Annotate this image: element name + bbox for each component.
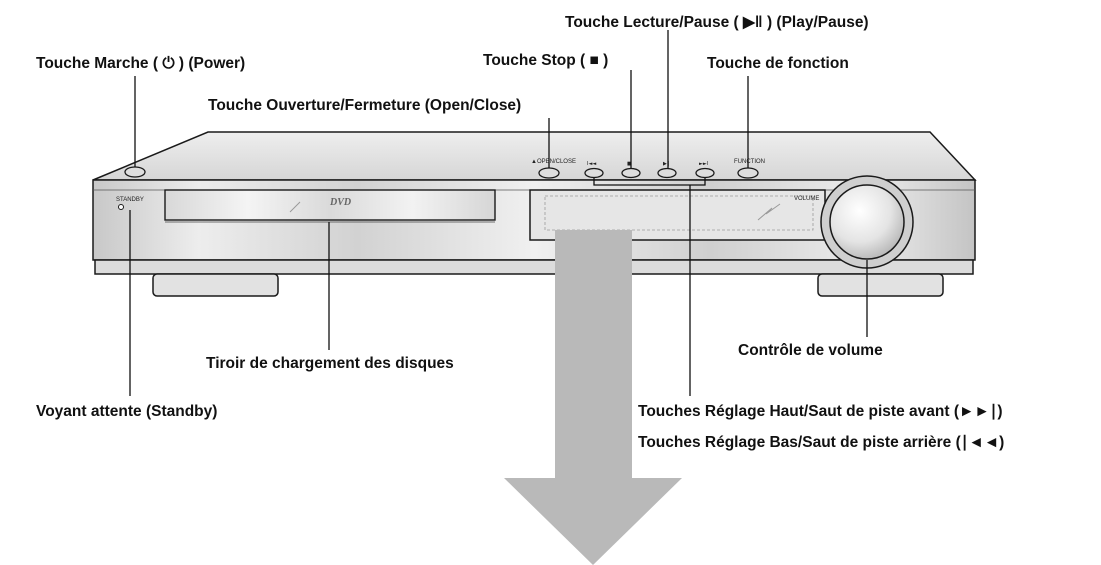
label-skip-forward: Touches Réglage Haut/Saut de piste avant… [638, 403, 1003, 420]
volume-knob[interactable] [829, 184, 905, 260]
device-top-surface [92, 131, 977, 181]
label-disc-tray: Tiroir de chargement des disques [206, 355, 454, 372]
disc-tray[interactable] [164, 189, 496, 221]
down-arrow [504, 230, 682, 565]
skip-forward-button[interactable] [695, 167, 715, 179]
play-pause-button[interactable] [657, 167, 677, 179]
skip-back-button[interactable] [584, 167, 604, 179]
function-text: FUNCTION [734, 159, 765, 165]
label-standby-indicator: Voyant attente (Standby) [36, 403, 218, 420]
next-glyph: ►►I [699, 161, 708, 167]
prev-glyph: I◄◄ [587, 161, 596, 167]
device-foot-left [152, 273, 279, 297]
function-button[interactable] [737, 167, 759, 179]
power-button[interactable] [124, 166, 146, 178]
label-play-pause: Touche Lecture/Pause ( ▶‖ ) (Play/Pause) [565, 14, 869, 31]
label-open-close: Touche Ouverture/Fermeture (Open/Close) [208, 97, 522, 114]
label-function: Touche de fonction [707, 55, 849, 72]
leader-lines [129, 30, 868, 396]
label-stop: Touche Stop ( ■ ) [483, 52, 609, 69]
label-volume-control: Contrôle de volume [738, 342, 883, 359]
stop-glyph: ■ [627, 161, 632, 167]
volume-text: VOLUME [794, 196, 819, 202]
label-skip-back: Touches Réglage Bas/Saut de piste arrièr… [638, 434, 1005, 451]
play-glyph: ▶‖ [663, 161, 669, 167]
stop-button[interactable] [621, 167, 641, 179]
standby-text: STANDBY [116, 197, 144, 203]
device-base-rail [94, 259, 974, 275]
dvd-logo: DVD [329, 197, 351, 208]
open-close-text: ▲OPEN/CLOSE [531, 159, 576, 165]
label-power: Touche Marche ( ⏻ ) (Power) [36, 55, 246, 72]
open-close-button[interactable] [538, 167, 560, 179]
standby-led [118, 204, 124, 210]
device-foot-right [817, 273, 944, 297]
